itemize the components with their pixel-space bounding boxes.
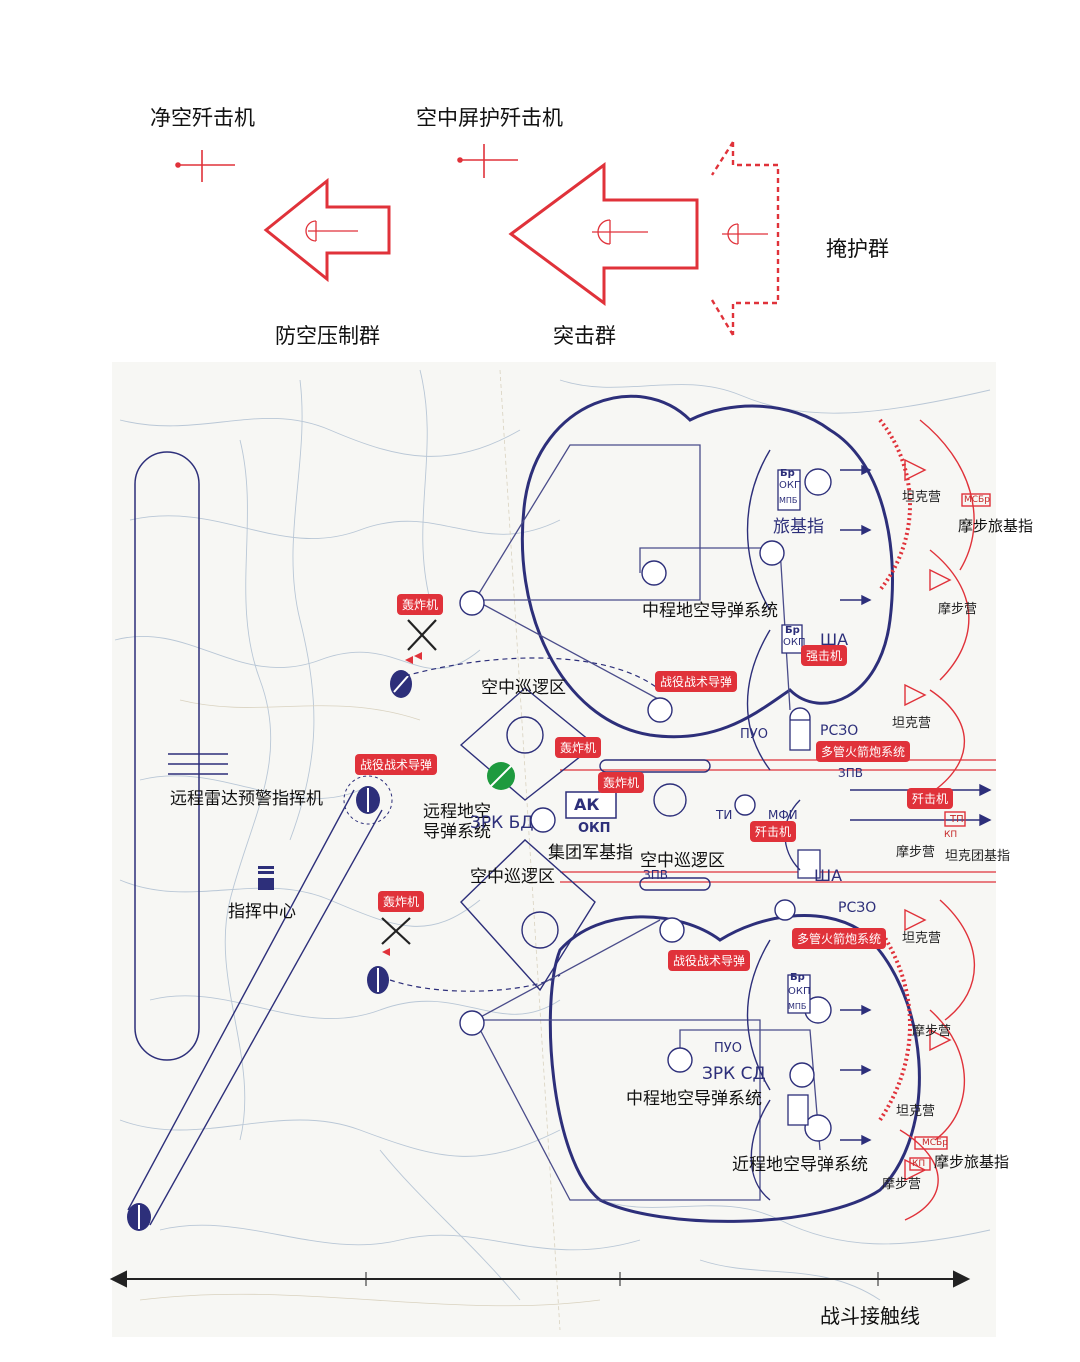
mlrs-tag-2: 多管火箭炮系统 bbox=[792, 928, 887, 949]
fighter-tag-2: 歼击机 bbox=[750, 821, 797, 842]
tank-bn-label-3: 坦克营 bbox=[902, 931, 942, 946]
mfi-label: МФИ bbox=[768, 808, 798, 822]
puo-label-1: ПУО bbox=[740, 727, 768, 742]
mid-sam-north-label: 中程地空导弹系统 bbox=[642, 601, 778, 621]
army-hq-label: 集团军基指 bbox=[548, 843, 633, 863]
okp-label-2: ОКП bbox=[783, 637, 806, 648]
legend-strike-group: 突击群 bbox=[553, 324, 616, 348]
missile-target-icon bbox=[343, 775, 393, 825]
tank-bn-label-4: 坦克营 bbox=[896, 1104, 936, 1119]
kp-label-2: КП bbox=[912, 1159, 926, 1169]
kp-label-1: КП bbox=[944, 830, 958, 840]
patrol-area-label-2: 空中巡逻区 bbox=[640, 851, 725, 871]
mid-sam-south-label: 中程地空导弹系统 bbox=[626, 1089, 762, 1109]
tank-bn-label-2: 坦克营 bbox=[892, 716, 932, 731]
strike-group-arrow bbox=[508, 162, 699, 306]
br-label-1: Бр bbox=[780, 468, 795, 479]
clear-air-fighter-icon bbox=[175, 150, 235, 182]
ak-label: АК bbox=[574, 795, 600, 814]
sha-label-2: ША bbox=[814, 866, 843, 885]
bomber-tag-1: 轰炸机 bbox=[397, 594, 444, 615]
bomber-tag-4: 轰炸机 bbox=[378, 891, 425, 912]
terrain-lines bbox=[114, 369, 991, 1301]
patrol-area-label-3: 空中巡逻区 bbox=[470, 867, 555, 887]
sha-label-1: ША bbox=[820, 630, 849, 649]
tank-bn-label-1: 坦克营 bbox=[902, 490, 942, 505]
tank-regiment-hq-label: 坦克团基指 bbox=[945, 849, 1011, 864]
puo-label-2: ПУО bbox=[714, 1041, 742, 1056]
tactical-missile-tag-1: 战役战术导弹 bbox=[355, 754, 438, 775]
legend-suppression-group: 防空压制群 bbox=[275, 324, 380, 348]
cover-group-arrow bbox=[710, 141, 780, 336]
army-hq-icon bbox=[565, 791, 617, 819]
long-range-sam-icon bbox=[487, 762, 515, 790]
fighter-tag-1: 歼击机 bbox=[907, 788, 954, 809]
motor-bn-label-2: 摩步营 bbox=[896, 845, 936, 860]
suppression-group-arrow bbox=[263, 177, 391, 283]
awacs-icon bbox=[168, 753, 228, 775]
command-center-icon bbox=[258, 866, 274, 890]
zrk-sd-label: ЗРК СД bbox=[702, 1064, 766, 1084]
long-range-sam-label: 远程地空 导弹系统 bbox=[423, 802, 491, 842]
legend-clear-air-fighter: 净空歼击机 bbox=[150, 106, 255, 130]
rszo-label-2: РСЗО bbox=[838, 900, 877, 916]
motor-bn-label-3: 摩步营 bbox=[912, 1024, 952, 1039]
sam-coverage-lines bbox=[473, 444, 996, 1201]
motor-bn-label-4: 摩步营 bbox=[882, 1177, 922, 1192]
front-line bbox=[109, 1270, 971, 1288]
tp-label: ТП bbox=[950, 814, 964, 825]
zpv-label-2: ЗПВ bbox=[643, 868, 668, 882]
motor-bn-label-1: 摩步营 bbox=[938, 602, 978, 617]
engagement-zones bbox=[520, 394, 921, 1223]
legend-cover-group: 掩护群 bbox=[826, 237, 889, 261]
brigade-hq-icons bbox=[777, 469, 821, 1126]
army-okp-label: ОКП bbox=[578, 821, 611, 836]
br-label-3: Бр bbox=[790, 972, 805, 983]
mpb-label-1: МПБ bbox=[779, 496, 798, 505]
zrk-bd-label: ЗРК БД bbox=[470, 813, 534, 833]
mlrs-tag-1: 多管火箭炮系统 bbox=[816, 741, 911, 762]
tactical-missile-tag-3: 战役战术导弹 bbox=[668, 950, 751, 971]
bomber-south-icon bbox=[367, 917, 411, 994]
tactical-missile-tag-2: 战役战术导弹 bbox=[655, 671, 738, 692]
legend-air-screen-fighter: 空中屏护歼击机 bbox=[416, 106, 563, 130]
mpb-label-2: МПБ bbox=[788, 1002, 807, 1011]
missile-corridor bbox=[127, 789, 383, 1226]
command-center-label: 指挥中心 bbox=[228, 902, 296, 922]
zpv-label-1: ЗПВ bbox=[838, 766, 863, 780]
msbr-label-2: МСБр bbox=[922, 1138, 948, 1148]
map-base bbox=[112, 362, 996, 1337]
bomber-north-icon bbox=[390, 619, 437, 698]
patrol-area-label-1: 空中巡逻区 bbox=[481, 678, 566, 698]
air-screen-fighter-icon bbox=[457, 144, 518, 178]
bomber-tag-2: 轰炸机 bbox=[555, 737, 602, 758]
direction-arrows bbox=[840, 464, 992, 1146]
sam-site-icons bbox=[459, 468, 832, 1142]
attack-aircraft-tag: 强击机 bbox=[801, 645, 848, 666]
motor-brigade-hq-label-2: 摩步旅基指 bbox=[934, 1153, 1010, 1171]
okp-label-3: ОКП bbox=[788, 986, 811, 997]
motor-brigade-hq-label-1: 摩步旅基指 bbox=[958, 517, 1034, 535]
ti-label: ТИ bbox=[716, 808, 733, 822]
front-line-label: 战斗接触线 bbox=[820, 1304, 920, 1328]
awacs-orbit bbox=[134, 451, 200, 1061]
awacs-label: 远程雷达预警指挥机 bbox=[170, 789, 323, 809]
br-label-2: Бр bbox=[785, 625, 800, 636]
missile-launch-icon bbox=[127, 1203, 151, 1231]
brigade-hq-label: 旅基指 bbox=[773, 517, 824, 537]
bomber-tag-3: 轰炸机 bbox=[598, 772, 645, 793]
short-sam-label: 近程地空导弹系统 bbox=[732, 1155, 868, 1175]
okp-label-1: ОКП bbox=[779, 480, 802, 491]
enemy-positions bbox=[878, 418, 991, 1221]
rszo-label-1: РСЗО bbox=[820, 723, 859, 739]
msbr-label-1: МСБр bbox=[964, 495, 990, 505]
